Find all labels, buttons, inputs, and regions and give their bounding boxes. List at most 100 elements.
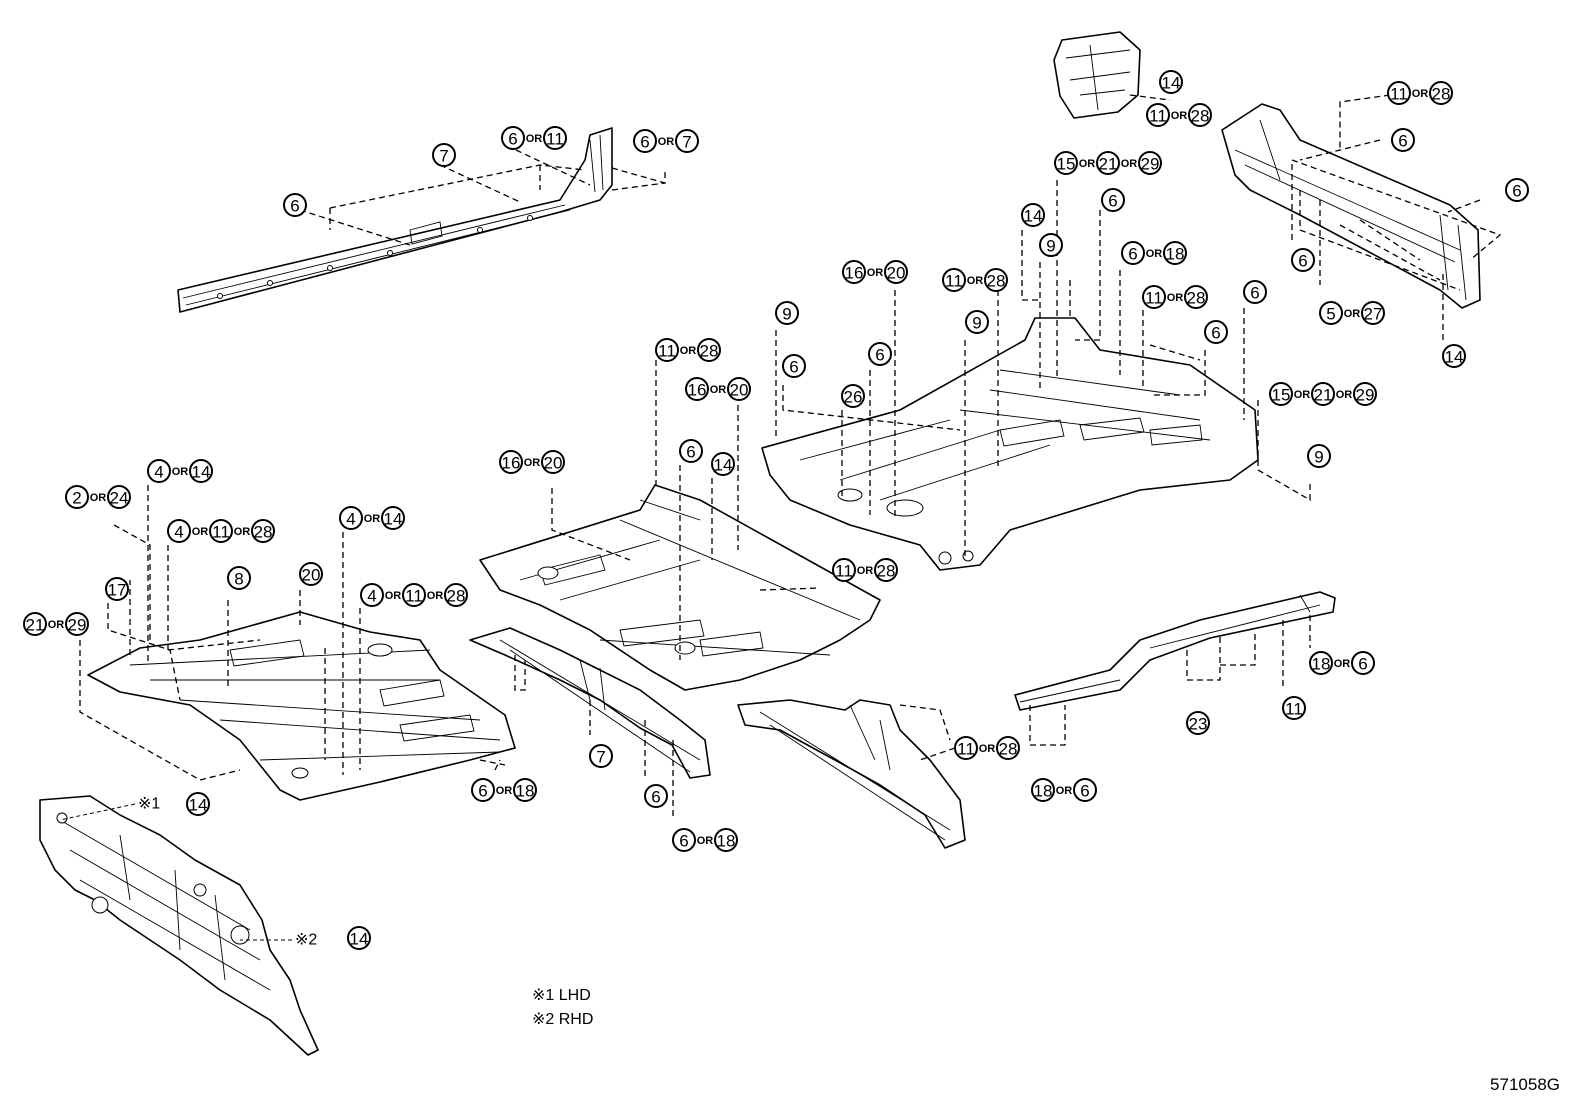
callout-balloon bbox=[1505, 178, 1529, 202]
part-number: 6 bbox=[679, 832, 688, 851]
callout-c40: 17 bbox=[105, 577, 129, 601]
callout-balloon bbox=[23, 612, 47, 636]
callout-balloon bbox=[347, 926, 371, 950]
callout-balloon bbox=[679, 439, 703, 463]
part-number: 6 bbox=[508, 130, 517, 149]
callout-c3: 7 bbox=[432, 143, 456, 167]
callout-or-text: OR bbox=[1334, 658, 1351, 670]
part-number: 26 bbox=[844, 388, 863, 407]
callout-balloon bbox=[107, 485, 131, 509]
callout-or-text: OR bbox=[496, 785, 513, 797]
callout-balloon bbox=[589, 744, 613, 768]
callout-balloon bbox=[147, 459, 171, 483]
callout-c34: 14 bbox=[711, 452, 735, 476]
part-number: 18 bbox=[1312, 655, 1331, 674]
part-number: 2 bbox=[72, 489, 81, 508]
callout-balloon bbox=[832, 558, 856, 582]
callout-balloon bbox=[1146, 103, 1170, 127]
part-number: 16 bbox=[502, 454, 521, 473]
callout-or-text: OR bbox=[1167, 292, 1184, 304]
callout-balloon bbox=[714, 828, 738, 852]
callout-or-text: OR bbox=[427, 590, 444, 602]
part-number: 15 bbox=[1272, 386, 1291, 405]
part-number: 20 bbox=[730, 381, 749, 400]
callout-balloon bbox=[782, 354, 806, 378]
callout-balloon bbox=[1269, 382, 1293, 406]
callout-balloon bbox=[1073, 778, 1097, 802]
part-number: 9 bbox=[1046, 237, 1055, 256]
part-number: 21 bbox=[1314, 386, 1333, 405]
callout-balloon bbox=[697, 338, 721, 362]
part-number: 20 bbox=[302, 566, 321, 585]
callout-balloon bbox=[1138, 151, 1162, 175]
part-number: 7 bbox=[596, 748, 605, 767]
callout-balloon bbox=[227, 566, 251, 590]
part-number: 6 bbox=[1250, 284, 1259, 303]
callout-balloon bbox=[884, 260, 908, 284]
callout-balloon bbox=[299, 562, 323, 586]
part-number: 28 bbox=[700, 342, 719, 361]
callout-balloon bbox=[942, 268, 966, 292]
part-number: 6 bbox=[290, 197, 299, 216]
callout-balloon bbox=[65, 612, 89, 636]
rear-frame-rail-drawing bbox=[1014, 591, 1336, 711]
part-number: 28 bbox=[1191, 107, 1210, 126]
callout-or-text: OR bbox=[192, 526, 209, 538]
part-number: 4 bbox=[154, 463, 163, 482]
callout-balloon bbox=[251, 519, 275, 543]
callout-balloon bbox=[672, 828, 696, 852]
callout-or-text: OR bbox=[1171, 110, 1188, 122]
callout-balloon bbox=[402, 583, 426, 607]
part-number: 14 bbox=[384, 510, 403, 529]
callout-balloon bbox=[685, 377, 709, 401]
dash-panel-drawing bbox=[39, 795, 319, 1056]
callout-c42: 20 bbox=[299, 562, 323, 586]
part-number: 6 bbox=[1358, 655, 1367, 674]
callout-balloon bbox=[1311, 382, 1335, 406]
part-number: 11 bbox=[835, 562, 853, 581]
callout-balloon bbox=[965, 310, 989, 334]
callout-balloon bbox=[984, 268, 1008, 292]
rear-crossmember-drawing bbox=[1221, 103, 1481, 309]
callout-c12: 14 bbox=[1442, 344, 1466, 368]
callout-or-text: OR bbox=[524, 457, 541, 469]
part-number: 28 bbox=[1187, 289, 1206, 308]
front-floor-pan-drawing bbox=[87, 611, 516, 801]
callout-c23: 9 bbox=[775, 301, 799, 325]
legend: ※1 LHD ※2 RHD bbox=[532, 987, 593, 1028]
callout-c54: 14 bbox=[186, 792, 210, 816]
part-number: 8 bbox=[234, 570, 243, 589]
callout-balloon bbox=[1184, 285, 1208, 309]
callout-balloon bbox=[1351, 651, 1375, 675]
part-number: 6 bbox=[686, 443, 695, 462]
part-number: 6 bbox=[1211, 324, 1220, 343]
rear-floor-pan-drawing bbox=[761, 317, 1259, 571]
rear-bracket-drawing bbox=[1053, 31, 1141, 119]
part-number: 28 bbox=[999, 740, 1018, 759]
callout-balloon bbox=[501, 126, 525, 150]
part-number: 28 bbox=[447, 587, 466, 606]
callout-or-text: OR bbox=[1079, 158, 1096, 170]
part-number: 27 bbox=[1364, 305, 1383, 324]
callout-balloon bbox=[381, 506, 405, 530]
callout-balloon bbox=[1188, 103, 1212, 127]
part-number: 15 bbox=[1057, 155, 1076, 174]
callout-balloon bbox=[1096, 151, 1120, 175]
part-number: 6 bbox=[651, 788, 660, 807]
floor-crossmember-drawing bbox=[737, 699, 966, 849]
ref-mark-lhd: ※1 bbox=[138, 796, 160, 813]
part-number: 20 bbox=[887, 264, 906, 283]
part-number: 6 bbox=[1298, 252, 1307, 271]
part-number: 14 bbox=[350, 930, 369, 949]
callout-or-text: OR bbox=[172, 466, 189, 478]
callout-balloon bbox=[1309, 651, 1333, 675]
callout-balloon bbox=[513, 778, 537, 802]
callout-balloon bbox=[1282, 696, 1306, 720]
part-number: 7 bbox=[439, 147, 448, 166]
